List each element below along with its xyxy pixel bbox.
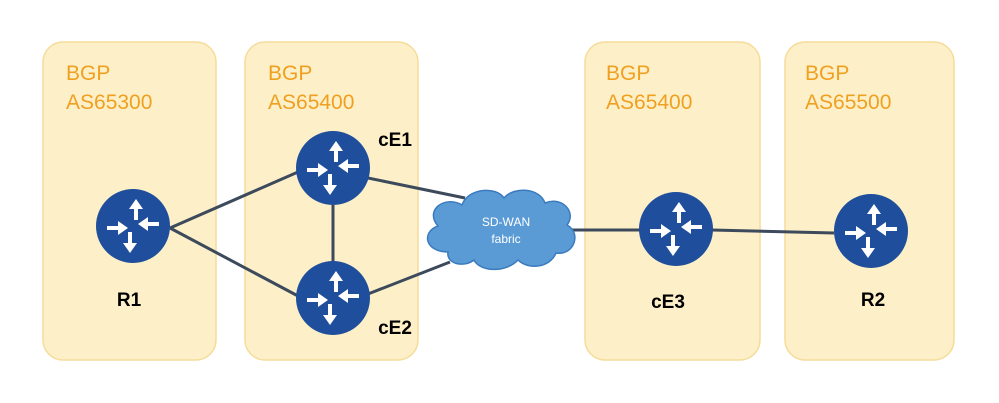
- router-icon: [294, 129, 372, 207]
- router-label: cE1: [378, 130, 412, 151]
- router-ce1: cE1: [294, 129, 412, 207]
- sd-wan-cloud: SD-WAN fabric: [426, 189, 576, 271]
- cloud-icon: [426, 189, 576, 271]
- as-box-as-number: AS65400: [606, 91, 692, 114]
- links: [169, 170, 835, 298]
- as-box-bgp-label: BGP: [606, 62, 650, 85]
- cloud-label-line1: SD-WAN: [482, 215, 530, 229]
- link-ce2-cloud: [367, 260, 451, 296]
- cloud-label-line2: fabric: [491, 232, 520, 246]
- as-box-as-number: AS65300: [66, 91, 152, 114]
- router-icon: [94, 187, 172, 265]
- as-box-bgp-label: BGP: [805, 62, 849, 85]
- router-r1: R1: [94, 187, 172, 311]
- as-box-as-number: AS65400: [268, 91, 354, 114]
- router-r2: R2: [832, 192, 910, 311]
- router-icon: [294, 259, 372, 337]
- router-label: cE3: [651, 292, 685, 313]
- router-label: cE2: [378, 318, 412, 339]
- router-label: R1: [117, 290, 142, 311]
- as-box-bgp-label: BGP: [66, 62, 110, 85]
- as-box-bgp-label: BGP: [268, 62, 312, 85]
- router-icon: [637, 190, 715, 268]
- router-ce3: cE3: [637, 190, 715, 313]
- as-box-as-number: AS65500: [805, 91, 891, 114]
- link-ce3-r2: [711, 228, 835, 235]
- router-icon: [832, 192, 910, 270]
- router-ce2: cE2: [294, 259, 412, 339]
- link-r1-ce1: [169, 170, 299, 230]
- router-label: R2: [861, 290, 885, 311]
- link-r1-ce2: [169, 226, 299, 298]
- link-ce1-cloud: [367, 176, 466, 200]
